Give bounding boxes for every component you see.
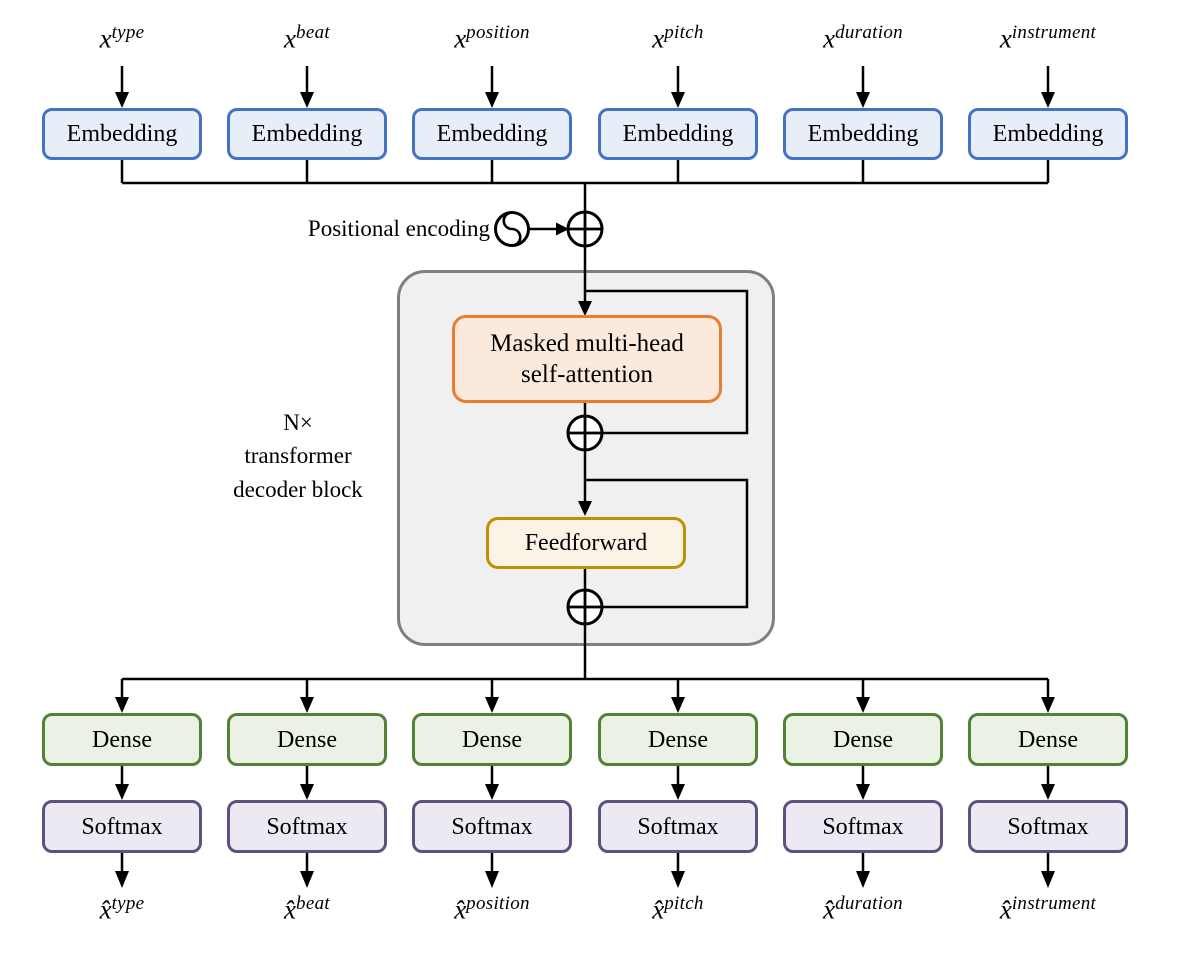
dense-box: Dense bbox=[968, 713, 1128, 766]
embedding-box: Embedding bbox=[783, 108, 943, 160]
output-label-type: x̂type bbox=[99, 893, 145, 925]
input-label-duration: xduration bbox=[823, 22, 903, 54]
softmax-box: Softmax bbox=[968, 800, 1128, 853]
positional-add-icon bbox=[566, 210, 604, 248]
input-label-position: xposition bbox=[454, 22, 530, 54]
output-label-duration: x̂duration bbox=[823, 893, 903, 925]
feedforward-box: Feedforward bbox=[486, 517, 686, 569]
input-label-instrument: xinstrument bbox=[999, 22, 1097, 54]
input-label-pitch: xpitch bbox=[652, 22, 704, 54]
softmax-box: Softmax bbox=[783, 800, 943, 853]
dense-box: Dense bbox=[412, 713, 572, 766]
input-label-type: xtype bbox=[99, 22, 145, 54]
softmax-box: Softmax bbox=[227, 800, 387, 853]
embedding-box: Embedding bbox=[598, 108, 758, 160]
dense-box: Dense bbox=[42, 713, 202, 766]
embedding-box: Embedding bbox=[227, 108, 387, 160]
output-label-pitch: x̂pitch bbox=[652, 893, 704, 925]
positional-encoding-label: Positional encoding bbox=[307, 216, 490, 241]
softmax-box: Softmax bbox=[412, 800, 572, 853]
input-label-beat: xbeat bbox=[284, 22, 330, 54]
embedding-box: Embedding bbox=[968, 108, 1128, 160]
softmax-box: Softmax bbox=[598, 800, 758, 853]
dense-box: Dense bbox=[783, 713, 943, 766]
output-label-beat: x̂beat bbox=[284, 893, 330, 925]
output-label-position: x̂position bbox=[454, 893, 530, 925]
softmax-box: Softmax bbox=[42, 800, 202, 853]
decoder-block-repeat-label: N× transformer decoder block bbox=[233, 410, 363, 502]
masked-multi-head-self-attention-box: Masked multi-head self-attention bbox=[452, 315, 722, 403]
dense-box: Dense bbox=[227, 713, 387, 766]
embedding-box: Embedding bbox=[412, 108, 572, 160]
dense-box: Dense bbox=[598, 713, 758, 766]
embedding-box: Embedding bbox=[42, 108, 202, 160]
output-label-instrument: x̂instrument bbox=[999, 893, 1097, 925]
sine-wave-icon bbox=[494, 211, 530, 247]
